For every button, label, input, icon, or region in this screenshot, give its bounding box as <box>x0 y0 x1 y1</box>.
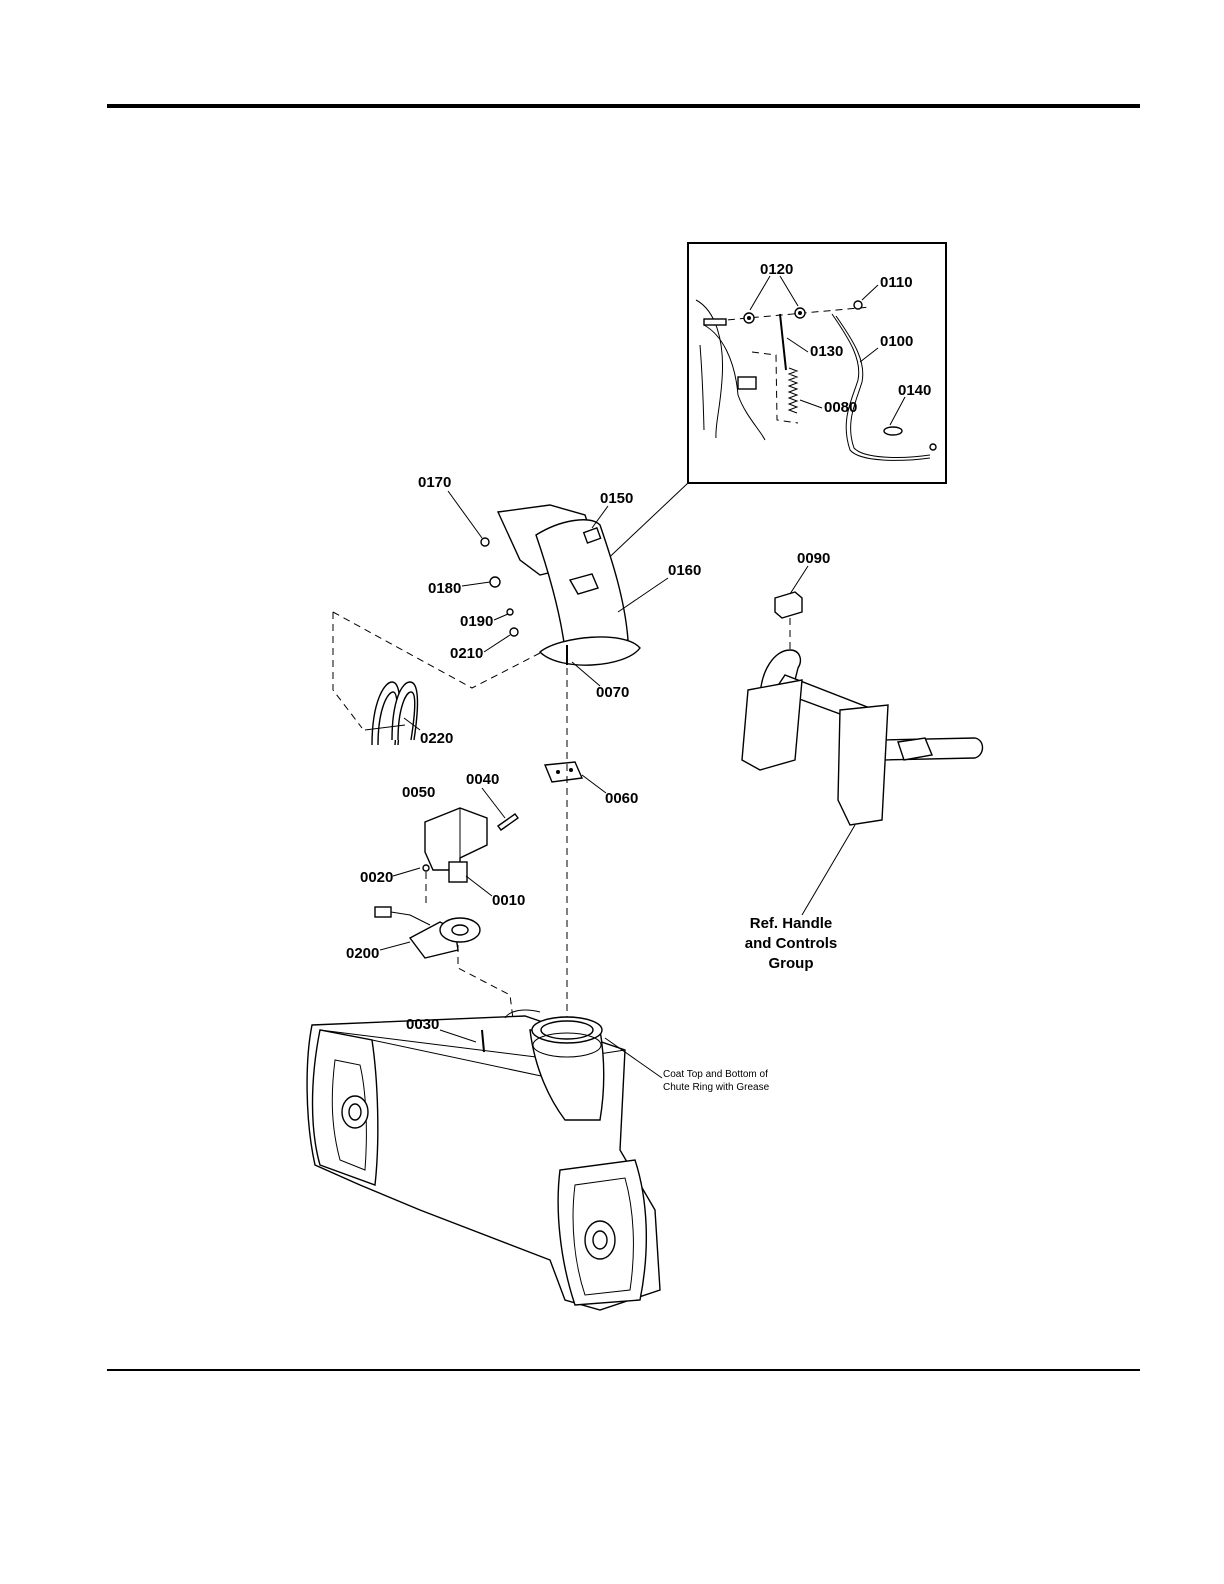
ref-handle-line3: Group <box>769 955 814 972</box>
chute-motor-assembly: 0050 0040 0020 0010 0200 <box>346 771 525 1035</box>
callout-0110: 0110 <box>880 274 913 291</box>
discharge-chute: 0170 0150 0160 0180 0190 0210 0070 <box>418 474 701 701</box>
callout-0080: 0080 <box>824 399 857 416</box>
callout-0220: 0220 <box>420 730 453 747</box>
callout-0180: 0180 <box>428 580 461 597</box>
callout-0100: 0100 <box>880 333 913 350</box>
callout-0130: 0130 <box>810 343 843 360</box>
handle-and-controls: 0090 Ref. Handle and Controls Group <box>742 550 983 972</box>
callout-0210: 0210 <box>450 645 483 662</box>
chute-bracket-0220: 0220 <box>365 682 453 747</box>
callout-0040: 0040 <box>466 771 499 788</box>
auger-housing: 0030 Coat Top and Bottom of Chute Ring w… <box>307 1010 770 1310</box>
callout-0140: 0140 <box>898 382 931 399</box>
grease-note-line1: Coat Top and Bottom of <box>663 1069 768 1080</box>
callout-0170: 0170 <box>418 474 451 491</box>
ref-handle-line1: Ref. Handle <box>750 915 833 932</box>
chute-keeper-0060: 0060 <box>545 762 638 807</box>
callout-0030: 0030 <box>406 1016 439 1033</box>
callout-0060: 0060 <box>605 790 638 807</box>
callout-0010: 0010 <box>492 892 525 909</box>
callout-0160: 0160 <box>668 562 701 579</box>
callout-0050: 0050 <box>402 784 435 801</box>
callout-0190: 0190 <box>460 613 493 630</box>
callout-0070: 0070 <box>596 684 629 701</box>
ref-handle-line2: and Controls <box>745 935 838 952</box>
callout-0120: 0120 <box>760 261 793 278</box>
callout-0200: 0200 <box>346 945 379 962</box>
detail-inset: 0120 0110 0100 0130 0140 0080 <box>688 243 946 483</box>
callout-0020: 0020 <box>360 869 393 886</box>
callout-0090: 0090 <box>797 550 830 567</box>
grease-note-line2: Chute Ring with Grease <box>663 1082 770 1093</box>
callout-0150: 0150 <box>600 490 633 507</box>
